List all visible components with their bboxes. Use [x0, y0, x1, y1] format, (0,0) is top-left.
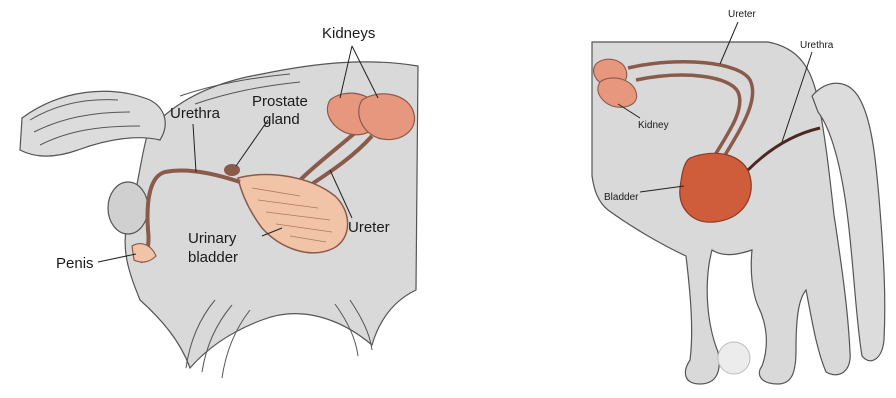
right-diagram: Ureter Urethra Kidney Bladder — [592, 9, 885, 384]
right-bladder — [680, 153, 751, 222]
left-label-penis: Penis — [56, 255, 94, 272]
left-prostate-gland — [224, 164, 240, 176]
left-diagram: Kidneys Prostate gland Urethra Ureter Ur… — [20, 25, 418, 378]
left-label-urinary-line2: bladder — [188, 249, 238, 266]
left-label-prostate-line1: Prostate — [252, 93, 308, 110]
left-testicle-bulge — [108, 182, 148, 234]
right-label-kidney: Kidney — [638, 120, 669, 131]
right-label-ureter: Ureter — [728, 9, 756, 20]
left-tail — [20, 91, 165, 156]
left-label-ureter: Ureter — [348, 219, 390, 236]
left-label-urethra: Urethra — [170, 105, 221, 122]
right-label-urethra: Urethra — [800, 40, 834, 51]
left-label-prostate-line2: gland — [263, 111, 300, 128]
right-paw-highlight — [718, 342, 750, 374]
left-label-kidneys: Kidneys — [322, 25, 375, 42]
left-label-urinary-line1: Urinary — [188, 230, 237, 247]
right-label-bladder: Bladder — [604, 192, 639, 203]
